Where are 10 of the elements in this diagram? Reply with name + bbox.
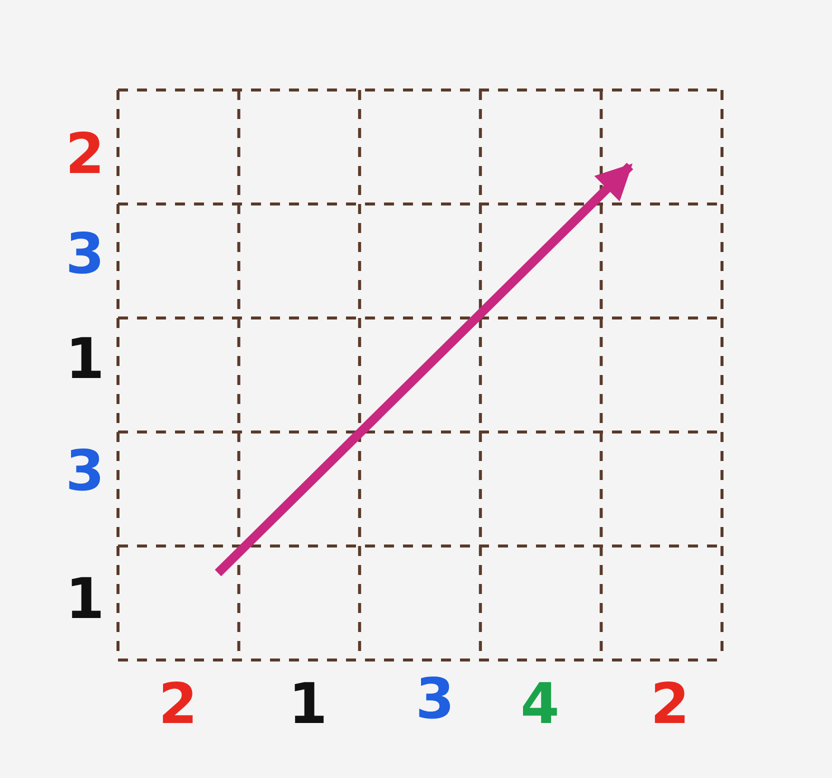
row-clue: 2 — [64, 125, 106, 185]
row-clue: 1 — [64, 570, 106, 630]
column-clue: 4 — [520, 675, 560, 735]
row-clue: 3 — [64, 225, 106, 285]
row-clue: 1 — [64, 330, 106, 390]
column-clue: 1 — [288, 675, 328, 735]
column-clue: 2 — [650, 675, 690, 735]
column-clue: 2 — [158, 675, 198, 735]
column-clue: 3 — [414, 670, 456, 730]
row-clue: 3 — [64, 442, 106, 502]
